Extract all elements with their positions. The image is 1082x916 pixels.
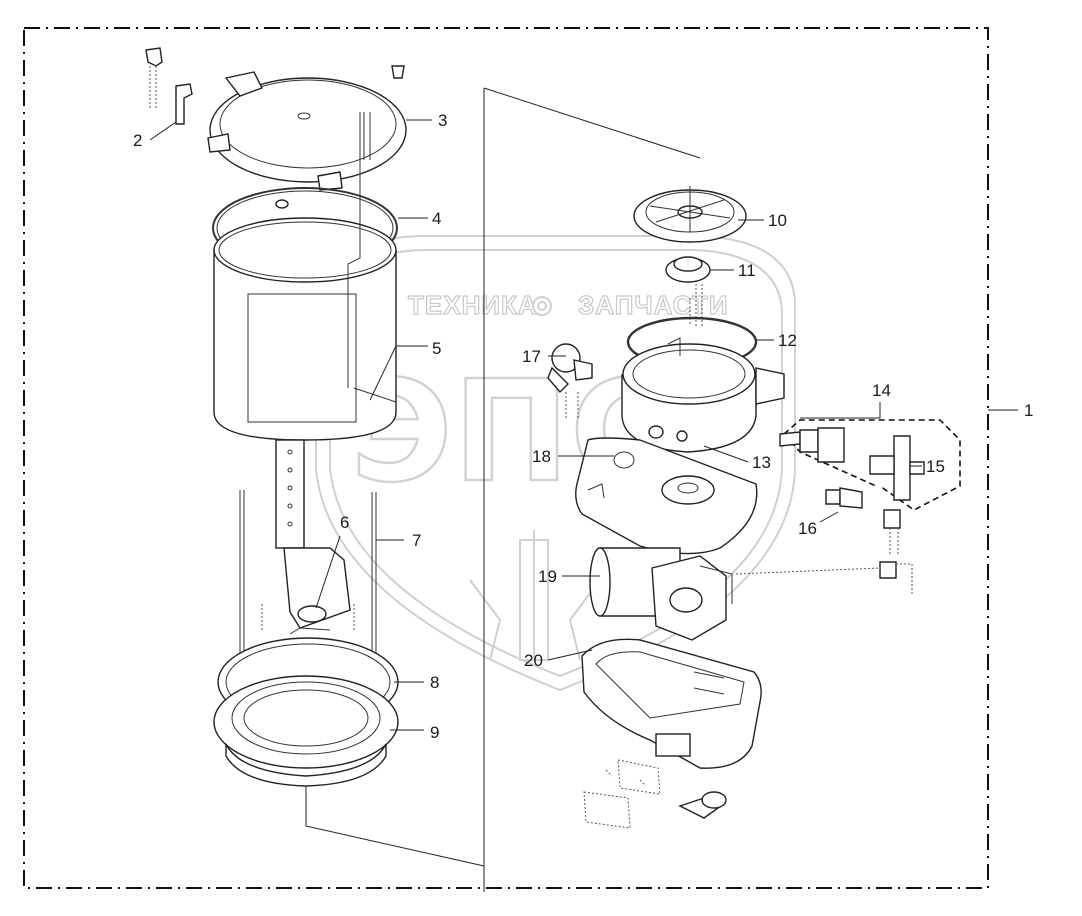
callout-19: 19: [538, 567, 557, 586]
part-9-base: [213, 675, 399, 787]
callout-8: 8: [430, 673, 439, 692]
gear-icon: [532, 296, 552, 316]
callout-18: 18: [532, 447, 551, 466]
callout-12: 12: [778, 331, 797, 350]
part-14-connector-set: [779, 419, 961, 511]
part-5-reservoir: [213, 112, 397, 441]
callout-13: 13: [752, 453, 771, 472]
callout-4: 4: [432, 209, 441, 228]
callout-7: 7: [412, 531, 421, 550]
callout-labels: 1 2 3 4 5 6 7 8 9 10 11 12 13 14 15 16 1…: [133, 111, 1033, 742]
callout-20: 20: [524, 651, 543, 670]
part-16-fitting: [735, 487, 913, 596]
part-3-lid: [207, 65, 407, 191]
callout-6: 6: [340, 513, 349, 532]
callout-15: 15: [926, 457, 945, 476]
callout-14: 14: [872, 381, 891, 400]
assembly-frame: [23, 27, 989, 889]
part-20-base-housing: [581, 638, 762, 829]
part-6-follower: [275, 439, 351, 629]
part-19-motor: [589, 547, 733, 641]
part-17-breather: [547, 343, 593, 420]
leader-lines: [149, 119, 922, 731]
callout-9: 9: [430, 723, 439, 742]
part-11-nut: [665, 256, 711, 326]
callout-10: 10: [768, 211, 787, 230]
part-2-fittings: [145, 47, 193, 125]
callout-17: 17: [522, 347, 541, 366]
callout-16: 16: [798, 519, 817, 538]
part-20-hardware: [583, 759, 727, 829]
callout-1: 1: [1024, 401, 1033, 420]
callout-3: 3: [438, 111, 447, 130]
callout-5: 5: [432, 339, 441, 358]
callout-11: 11: [738, 261, 756, 280]
watermark-brand-right: ЗАПЧАСТИ: [578, 290, 729, 320]
watermark-brand-left: ТЕХНИКА: [408, 290, 538, 320]
part-18-top-cover: [575, 437, 758, 555]
callout-2: 2: [133, 131, 142, 150]
part-13-pump-housing: [621, 337, 785, 453]
part-10-strainer: [633, 186, 747, 243]
